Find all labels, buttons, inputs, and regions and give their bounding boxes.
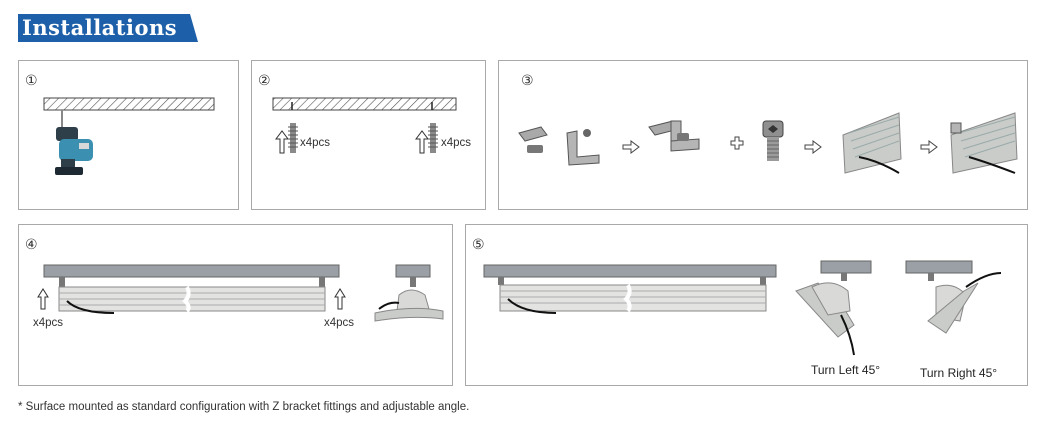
fixture-icon [795, 260, 872, 356]
fixture-icon [842, 112, 902, 174]
fixture-icon [950, 112, 1018, 174]
fixture-icon [58, 286, 326, 314]
title-banner-shape [18, 14, 198, 42]
fixture-icon [499, 284, 767, 314]
step-2-number: ② [258, 73, 271, 89]
step-4-qty-right: x4pcs [324, 317, 355, 329]
step-3-illustration [518, 112, 1018, 174]
ceiling-hatch [272, 97, 457, 111]
step-5-number: ⑤ [472, 237, 485, 253]
z-bracket-icon [518, 126, 600, 166]
step-4-panel: ④ x4pcs x4pcs [18, 224, 453, 386]
step-3-number: ③ [521, 73, 534, 89]
page-title: Installations [22, 15, 178, 40]
step-2-qty-right: x4pcs [441, 137, 472, 149]
fixture-icon [905, 260, 1002, 334]
drill-icon [55, 110, 93, 175]
turn-right-label: Turn Right 45° [920, 366, 998, 380]
mounting-surface [483, 264, 777, 278]
screw-anchor-icon [288, 123, 298, 153]
step-1-illustration [43, 97, 215, 175]
step-2-illustration [272, 97, 457, 154]
plus-icon [730, 136, 744, 150]
step-1-number: ① [25, 73, 38, 89]
arrow-right-icon [804, 140, 822, 154]
z-bracket-icon [648, 120, 700, 152]
arrow-up-icon [334, 288, 346, 310]
step-5-panel: ⑤ Turn Left 45° Turn Right 45° [465, 224, 1028, 386]
footnote: * Surface mounted as standard configurat… [18, 401, 470, 413]
step-4-number: ④ [25, 237, 38, 253]
section-title-banner: Installations [18, 14, 198, 42]
step-1-panel: ① [18, 60, 239, 210]
step-4-illustration [37, 264, 444, 322]
arrow-up-icon [275, 130, 289, 154]
turn-left-label: Turn Left 45° [811, 363, 881, 377]
step-2-qty-left: x4pcs [300, 137, 331, 149]
arrow-right-icon [622, 140, 640, 154]
hex-bolt-icon [762, 120, 784, 161]
arrow-up-icon [415, 130, 429, 154]
mounting-surface [43, 264, 340, 278]
step-5-illustration [483, 260, 1002, 356]
step-4-qty-left: x4pcs [33, 317, 64, 329]
step-2-panel: ② x4pcs x4pcs [251, 60, 486, 210]
fixture-icon [374, 264, 444, 322]
screw-anchor-icon [428, 123, 438, 153]
arrow-right-icon [920, 140, 938, 154]
ceiling-hatch [43, 97, 215, 111]
step-3-panel: ③ [498, 60, 1028, 210]
arrow-up-icon [37, 288, 49, 310]
